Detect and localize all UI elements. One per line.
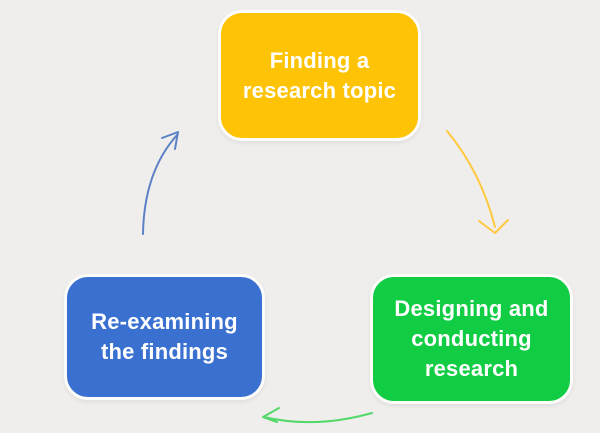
node-text-line: research topic xyxy=(242,77,397,103)
arrow-reexamining-to-finding xyxy=(142,131,179,235)
node-text-line: Finding a xyxy=(269,47,370,73)
node-text-line: Re-examining xyxy=(91,309,238,334)
node-reexamining-label: Re-examining the findings xyxy=(91,307,238,367)
node-text-line: the findings xyxy=(100,339,229,364)
arrow-designing-to-reexamining xyxy=(262,407,373,424)
node-re-examining-the-findings: Re-examining the findings xyxy=(64,274,265,400)
node-finding-label: Finding a research topic xyxy=(243,46,396,106)
node-text-line: Designing and xyxy=(394,296,549,321)
node-designing-label: Designing and conducting research xyxy=(394,294,548,384)
arrow-finding-to-designing xyxy=(446,130,509,234)
node-designing-conducting-research: Designing and conducting research xyxy=(370,274,573,404)
node-finding-research-topic: Finding a research topic xyxy=(218,10,421,141)
node-text-line: conducting xyxy=(411,326,532,351)
node-text-line: research xyxy=(424,356,519,381)
